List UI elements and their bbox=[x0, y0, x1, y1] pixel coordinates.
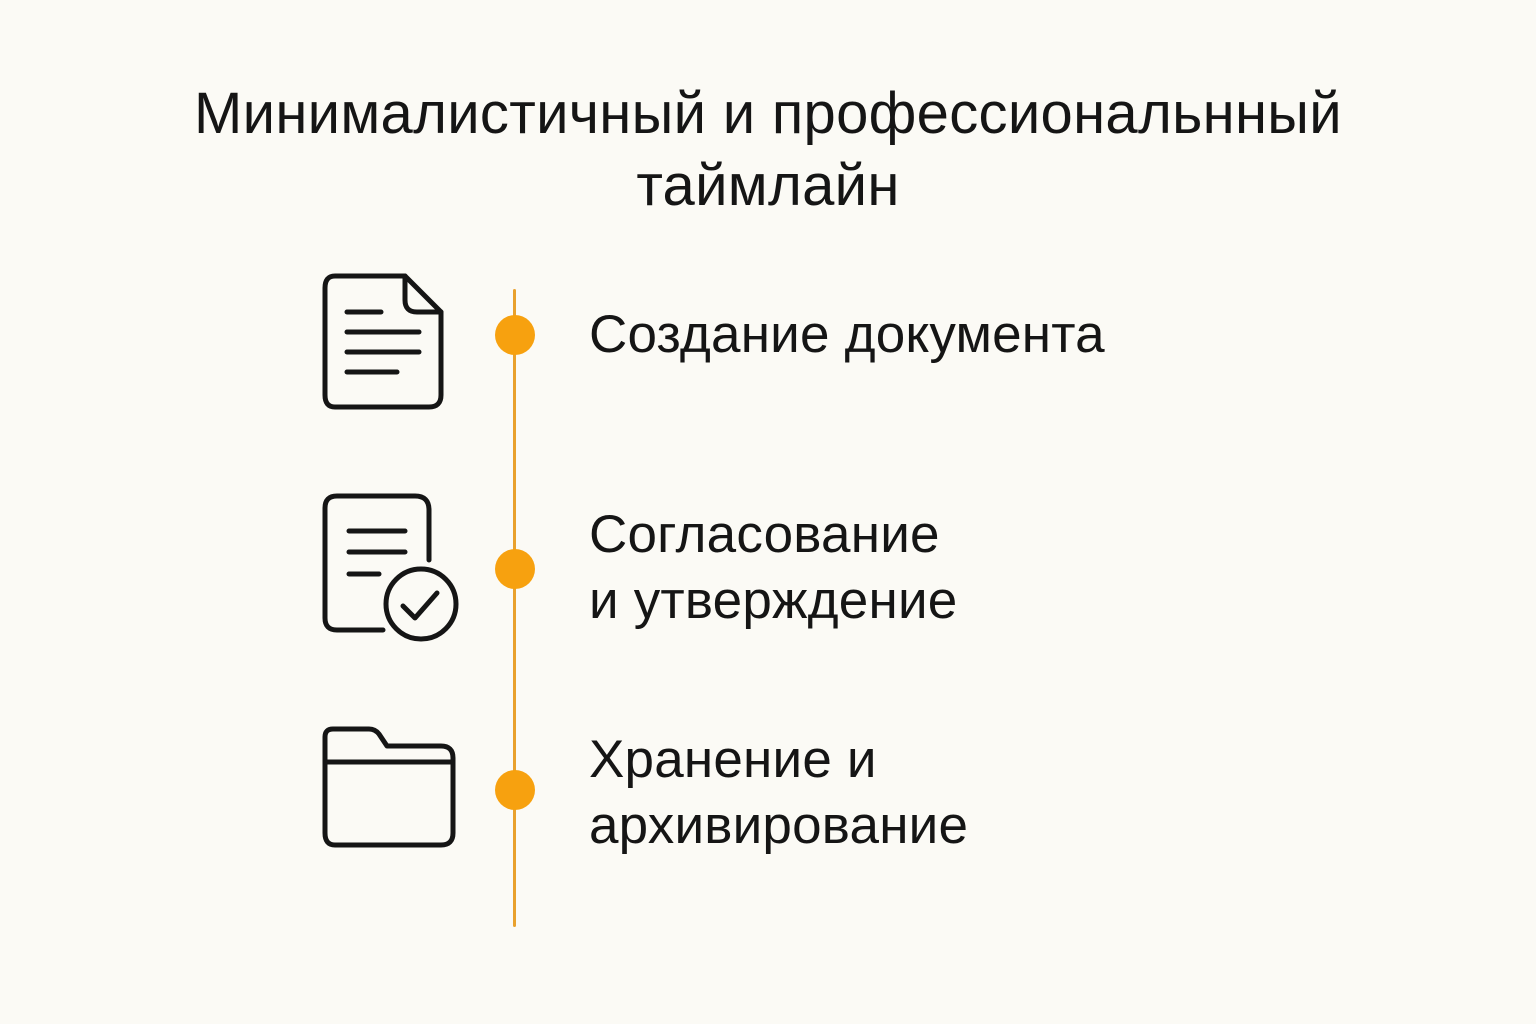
document-check-icon bbox=[322, 493, 463, 644]
title-line-1: Минималистичный и профессиональнный bbox=[194, 81, 1342, 146]
step-2-label: Согласование и утверждение bbox=[589, 502, 957, 634]
step-3-line-2: архивирование bbox=[589, 796, 969, 855]
page-title: Минималистичный и профессиональнный тайм… bbox=[110, 78, 1426, 222]
folder-icon bbox=[322, 726, 457, 849]
step-3-line-1: Хранение и bbox=[589, 730, 877, 789]
title-line-2: таймлайн bbox=[636, 153, 900, 218]
step-1-label: Создание документа bbox=[589, 302, 1105, 368]
step-2-line-2: и утверждение bbox=[589, 571, 958, 630]
timeline-dot-2 bbox=[495, 549, 535, 589]
step-2-line-1: Согласование bbox=[589, 505, 940, 564]
step-1-line-1: Создание документа bbox=[589, 305, 1105, 364]
timeline-dot-3 bbox=[495, 770, 535, 810]
timeline-axis bbox=[513, 289, 516, 927]
timeline-dot-1 bbox=[495, 315, 535, 355]
document-icon bbox=[322, 273, 445, 411]
step-3-label: Хранение и архивирование bbox=[589, 727, 968, 859]
